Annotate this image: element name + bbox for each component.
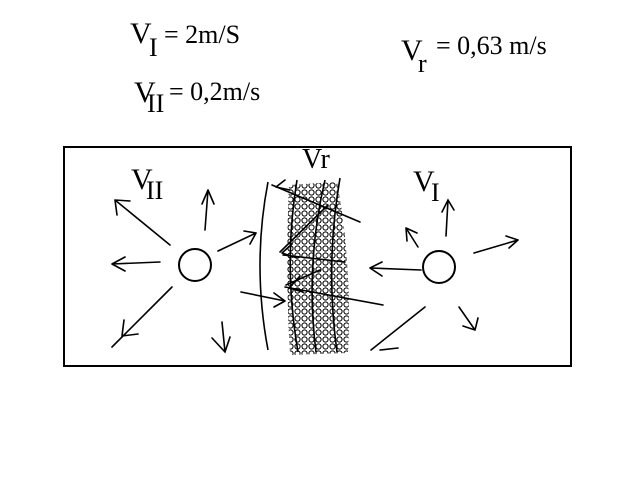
arrow-icon [217,230,257,252]
diagram-frame [63,146,572,367]
arrows-right [369,198,519,351]
ray-line [271,184,361,223]
ray-line [284,286,384,306]
arrow-icon [275,179,291,191]
arrow-icon [111,286,173,348]
dotted-band [287,182,349,355]
source-circle-right [422,250,456,284]
arrow-icon [441,198,455,237]
arrow-icon [111,256,161,272]
arrow-icon [458,306,479,331]
label-left-sub: II [146,176,163,205]
eq-vr-rhs: = 0,63 m/s [436,31,547,60]
eq-v1-base: V [130,17,152,50]
eq-v2-rhs: = 0,2m/s [169,77,260,106]
label-right-base: V [413,165,435,198]
wavefront-lines [259,177,341,353]
arrow-icon [201,189,215,231]
arrow-icon [288,275,304,293]
eq-v1-sub: I [149,33,158,62]
eq-vr-base: V [401,34,423,67]
arrow-icon [369,261,422,277]
arrow-icon [211,321,231,354]
wavefront-line [330,177,341,353]
converging-lines [271,179,384,306]
wavefront-line [289,179,299,353]
arrow-icon [281,243,298,259]
eq-vr-sub: r [418,49,427,78]
ray-line [285,269,321,286]
label-left-base: V [131,163,153,196]
eq-v2-sub: II [147,89,164,118]
label-center: Vr [302,144,331,175]
label-right-sub: I [431,178,440,207]
source-circle-left [178,248,212,282]
eq-v2-base: V [134,76,156,109]
ray-line [279,204,329,253]
arrow-icon [405,227,419,248]
eq-v1-rhs: = 2m/S [164,20,240,49]
arrow-icon [473,235,519,254]
arrows-left [111,189,286,354]
wavefront-line [259,181,269,351]
wavefront-line [311,179,326,353]
arrow-icon [114,199,171,246]
arrow-icon [240,291,286,308]
arrow-icon [370,306,426,351]
